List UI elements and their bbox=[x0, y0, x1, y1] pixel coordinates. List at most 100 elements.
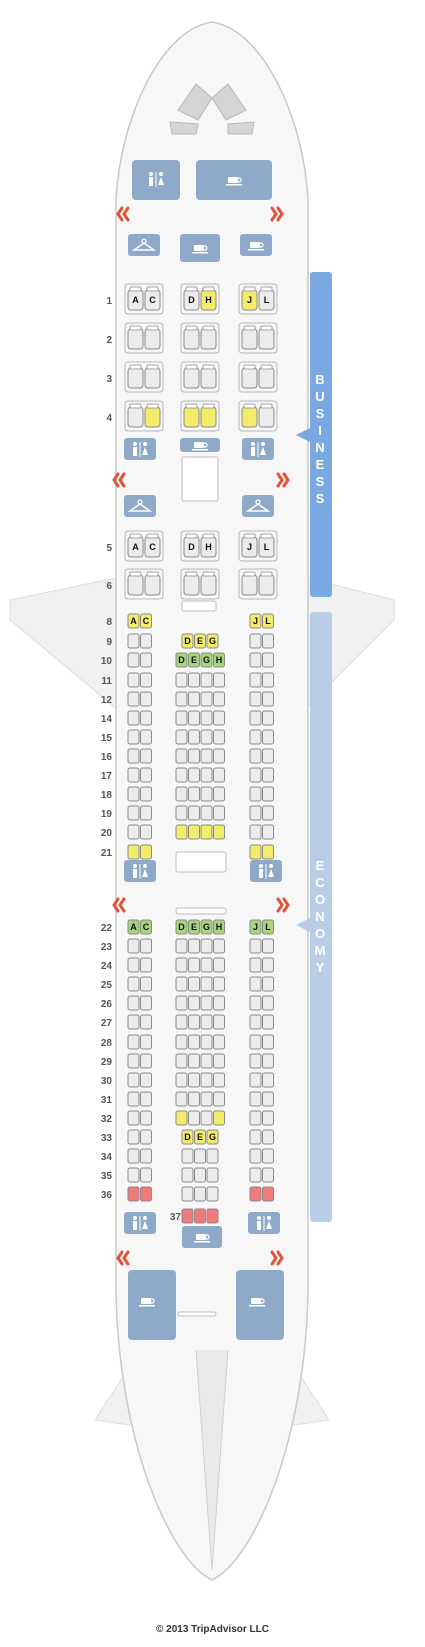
economy-seat[interactable] bbox=[127, 710, 140, 726]
economy-seat[interactable] bbox=[213, 1053, 225, 1069]
economy-seat[interactable] bbox=[262, 844, 274, 860]
economy-seat[interactable] bbox=[140, 824, 152, 840]
business-seat[interactable] bbox=[127, 325, 144, 350]
economy-seat[interactable] bbox=[194, 1208, 206, 1224]
economy-seat[interactable] bbox=[194, 1148, 206, 1164]
economy-seat[interactable] bbox=[262, 1053, 274, 1069]
economy-seat[interactable] bbox=[127, 1091, 140, 1107]
economy-seat[interactable] bbox=[127, 1148, 140, 1164]
business-seat[interactable]: L bbox=[258, 286, 275, 311]
economy-seat[interactable] bbox=[127, 1014, 140, 1030]
economy-seat[interactable] bbox=[262, 957, 274, 973]
business-seat[interactable] bbox=[200, 571, 217, 596]
economy-seat[interactable] bbox=[188, 1091, 200, 1107]
business-seat[interactable] bbox=[183, 403, 200, 428]
economy-seat[interactable] bbox=[140, 957, 152, 973]
economy-seat[interactable] bbox=[213, 938, 225, 954]
economy-seat[interactable] bbox=[188, 672, 200, 688]
economy-seat[interactable] bbox=[200, 691, 213, 707]
economy-seat[interactable] bbox=[249, 691, 262, 707]
economy-seat[interactable] bbox=[188, 1053, 200, 1069]
economy-seat[interactable] bbox=[181, 1148, 194, 1164]
economy-seat[interactable] bbox=[127, 1129, 140, 1145]
economy-seat[interactable] bbox=[175, 995, 188, 1011]
economy-seat[interactable] bbox=[249, 1148, 262, 1164]
economy-seat[interactable] bbox=[249, 805, 262, 821]
business-seat[interactable]: J bbox=[241, 533, 258, 558]
economy-seat[interactable] bbox=[194, 1167, 206, 1183]
economy-seat[interactable] bbox=[140, 1091, 152, 1107]
economy-seat[interactable] bbox=[188, 938, 200, 954]
economy-seat[interactable] bbox=[249, 1091, 262, 1107]
economy-seat[interactable] bbox=[140, 1110, 152, 1126]
economy-seat[interactable] bbox=[175, 710, 188, 726]
economy-seat[interactable] bbox=[213, 824, 225, 840]
economy-seat[interactable] bbox=[188, 824, 200, 840]
economy-seat[interactable]: G bbox=[206, 1129, 219, 1145]
economy-seat[interactable]: E bbox=[194, 1129, 206, 1145]
economy-seat[interactable] bbox=[213, 786, 225, 802]
economy-seat[interactable] bbox=[262, 1186, 274, 1202]
lavatory-icon[interactable] bbox=[250, 860, 282, 882]
economy-seat[interactable] bbox=[262, 710, 274, 726]
economy-seat[interactable] bbox=[175, 1072, 188, 1088]
economy-seat[interactable] bbox=[175, 1091, 188, 1107]
economy-seat[interactable]: D bbox=[175, 919, 188, 935]
economy-seat[interactable] bbox=[206, 1208, 219, 1224]
economy-seat[interactable] bbox=[213, 805, 225, 821]
economy-seat[interactable] bbox=[262, 1014, 274, 1030]
business-seat[interactable]: D bbox=[183, 533, 200, 558]
business-seat[interactable] bbox=[127, 364, 144, 389]
economy-seat[interactable] bbox=[127, 844, 140, 860]
economy-seat[interactable] bbox=[127, 1072, 140, 1088]
economy-seat[interactable] bbox=[200, 1034, 213, 1050]
economy-seat[interactable]: G bbox=[200, 652, 213, 668]
economy-seat[interactable] bbox=[249, 995, 262, 1011]
economy-seat[interactable] bbox=[249, 1186, 262, 1202]
economy-seat[interactable] bbox=[127, 805, 140, 821]
economy-seat[interactable] bbox=[262, 1110, 274, 1126]
economy-seat[interactable] bbox=[127, 1034, 140, 1050]
galley-cup-icon[interactable] bbox=[182, 1226, 222, 1248]
economy-seat[interactable]: D bbox=[181, 633, 194, 649]
economy-seat[interactable] bbox=[188, 1072, 200, 1088]
economy-seat[interactable] bbox=[213, 995, 225, 1011]
economy-seat[interactable] bbox=[188, 957, 200, 973]
economy-seat[interactable] bbox=[188, 748, 200, 764]
economy-seat[interactable] bbox=[140, 633, 152, 649]
economy-seat[interactable] bbox=[140, 710, 152, 726]
economy-seat[interactable] bbox=[262, 805, 274, 821]
economy-seat[interactable]: E bbox=[188, 919, 200, 935]
economy-seat[interactable] bbox=[127, 748, 140, 764]
economy-seat[interactable] bbox=[213, 1014, 225, 1030]
galley-cup-icon[interactable] bbox=[180, 234, 220, 262]
economy-seat[interactable] bbox=[249, 767, 262, 783]
business-seat[interactable] bbox=[183, 364, 200, 389]
economy-seat[interactable] bbox=[188, 786, 200, 802]
economy-seat[interactable] bbox=[213, 710, 225, 726]
economy-seat[interactable] bbox=[249, 1014, 262, 1030]
economy-seat[interactable] bbox=[175, 1053, 188, 1069]
economy-seat[interactable]: G bbox=[206, 633, 219, 649]
business-seat[interactable]: C bbox=[144, 533, 161, 558]
economy-seat[interactable] bbox=[262, 691, 274, 707]
economy-seat[interactable] bbox=[200, 729, 213, 745]
economy-seat[interactable] bbox=[200, 786, 213, 802]
economy-seat[interactable] bbox=[140, 938, 152, 954]
economy-seat[interactable] bbox=[188, 1014, 200, 1030]
economy-seat[interactable] bbox=[262, 938, 274, 954]
economy-seat[interactable] bbox=[200, 1053, 213, 1069]
economy-seat[interactable] bbox=[200, 710, 213, 726]
economy-seat[interactable] bbox=[140, 767, 152, 783]
economy-seat[interactable] bbox=[140, 1186, 152, 1202]
economy-seat[interactable] bbox=[140, 995, 152, 1011]
closet-hanger-icon[interactable] bbox=[128, 234, 160, 256]
business-seat[interactable] bbox=[241, 571, 258, 596]
economy-seat[interactable] bbox=[249, 938, 262, 954]
economy-seat[interactable] bbox=[249, 1110, 262, 1126]
economy-seat[interactable] bbox=[262, 652, 274, 668]
lavatory-icon[interactable] bbox=[124, 860, 156, 882]
economy-seat[interactable] bbox=[140, 691, 152, 707]
economy-seat[interactable]: H bbox=[213, 652, 225, 668]
economy-seat[interactable] bbox=[175, 1034, 188, 1050]
